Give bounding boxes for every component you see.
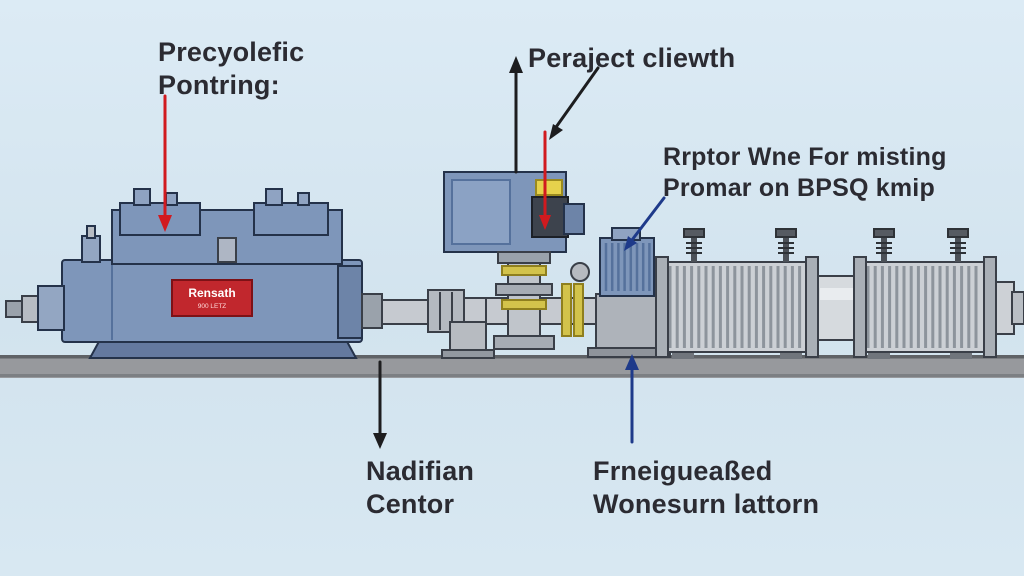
stator-ribs-a (668, 266, 802, 348)
label-line: Promar on BPSQ kmip (663, 174, 935, 202)
label-line: Rrptor Wne For misting (663, 143, 947, 171)
valve-assembly (443, 171, 590, 350)
label-line: Nadifian (366, 456, 475, 486)
label-right: Rrptor Wne For misting Promar on BPSQ km… (663, 142, 947, 204)
motor-assembly: Rensath 900 LETZ (37, 188, 363, 359)
stator-spring-bolts (683, 228, 969, 262)
side-valve-knob (570, 262, 590, 282)
label-top-center: Peraject cliewth (528, 42, 735, 75)
brand-subtext: 900 LETZ (198, 303, 227, 310)
coupling-pedestal (449, 321, 487, 355)
floor (0, 355, 1024, 378)
mini-motor-ribs (604, 243, 651, 291)
arrow-blue-mini-motor (630, 196, 666, 242)
stator-section-a (661, 261, 813, 353)
stator-ribs-b (866, 266, 978, 348)
label-top-left: Precyolefic Pontring: (158, 36, 304, 103)
arrow-black-diagonal (552, 66, 600, 132)
left-stub-shaft (5, 295, 41, 323)
coupling-shaft (361, 289, 495, 359)
stator-assembly (655, 228, 1024, 359)
mini-motor (587, 227, 671, 358)
label-line: Precyolefic (158, 37, 305, 67)
mini-motor-base (595, 293, 663, 349)
label-bottom-center: Frneigueaßed Wonesurn lattorn (593, 455, 819, 522)
label-bottom-left: Nadifian Centor (366, 455, 474, 522)
brand-plate: Rensath 900 LETZ (171, 279, 253, 317)
label-line: Wonesurn lattorn (593, 489, 820, 520)
brand-text: Rensath (188, 286, 235, 300)
label-line: Peraject cliewth (528, 43, 736, 73)
annotation-arrows (158, 56, 666, 449)
label-line: Frneigueaßed (593, 456, 773, 486)
label-line: Pontring: (158, 70, 280, 101)
label-line: Centor (366, 489, 455, 520)
